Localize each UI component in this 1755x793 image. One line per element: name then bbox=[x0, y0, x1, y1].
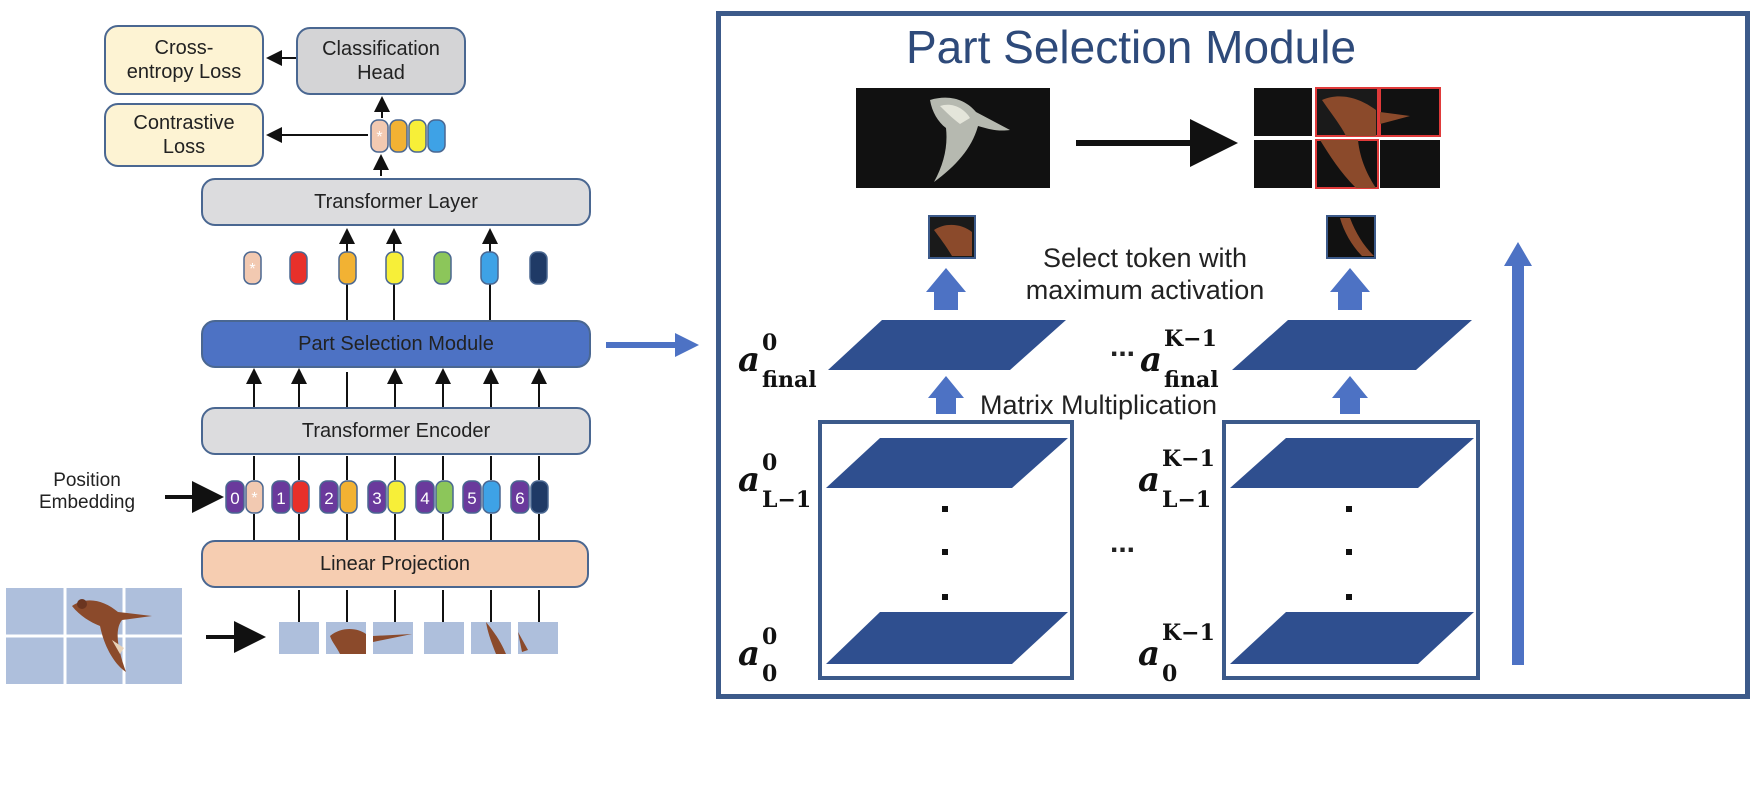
position-chip-5 bbox=[462, 480, 482, 514]
plane-L1-k bbox=[1230, 438, 1474, 488]
input-bird-image bbox=[6, 588, 182, 684]
position-embedding-label: Position Embedding bbox=[38, 470, 136, 513]
encoder-to-psm-arrows bbox=[246, 368, 547, 407]
position-index-3: 3 bbox=[372, 489, 381, 508]
vertical-dots bbox=[942, 506, 1352, 600]
left-diagram-graphics: * * 0 * 1 2 3 4 5 6 bbox=[6, 50, 699, 684]
panel-title: Part Selection Module bbox=[906, 21, 1357, 73]
matrix-multiplication-text: Matrix Multiplication bbox=[980, 390, 1218, 420]
plane-0-0 bbox=[826, 612, 1068, 664]
part-selection-panel bbox=[716, 11, 1750, 699]
cls-token-star: * bbox=[251, 490, 257, 507]
position-index-1: 1 bbox=[276, 489, 285, 508]
patch-token-3 bbox=[387, 480, 406, 514]
token-out-5 bbox=[427, 119, 446, 153]
contrastive-loss-box: Contrastive Loss bbox=[104, 103, 264, 167]
token-out-3 bbox=[408, 119, 427, 153]
transformer-layer-box: Transformer Layer bbox=[201, 178, 591, 226]
cross-entropy-loss-box: Cross- entropy Loss bbox=[104, 25, 264, 95]
patch-token-5 bbox=[482, 480, 501, 514]
position-index-2: 2 bbox=[324, 489, 333, 508]
plane-0-k bbox=[1230, 612, 1474, 664]
transformer-encoder-box: Transformer Encoder bbox=[201, 407, 591, 455]
output-tokens: * bbox=[370, 119, 446, 153]
bird-icon bbox=[72, 599, 152, 672]
position-chip-6 bbox=[510, 480, 530, 514]
position-index-4: 4 bbox=[420, 489, 429, 508]
layer-stack-k bbox=[1222, 420, 1480, 680]
position-index-6: 6 bbox=[515, 489, 524, 508]
patch-token-0 bbox=[245, 480, 264, 514]
embedding-tokens: 0 * 1 2 3 4 5 6 bbox=[225, 480, 549, 514]
plane-final-0 bbox=[828, 320, 1066, 370]
up-arrows bbox=[926, 242, 1532, 665]
classification-head-box: Classification Head bbox=[296, 27, 466, 95]
position-index-0: 0 bbox=[230, 489, 239, 508]
selected-token-0 bbox=[928, 215, 976, 259]
token-cls-output bbox=[370, 119, 389, 153]
patch-token-4 bbox=[435, 480, 454, 514]
token-out-2 bbox=[389, 119, 408, 153]
position-chip-0 bbox=[225, 480, 245, 514]
position-chip-3 bbox=[367, 480, 387, 514]
patch-token-6 bbox=[530, 480, 549, 514]
select-token-text: Select token with maximum activation bbox=[1025, 243, 1265, 305]
patch-token-2 bbox=[339, 480, 358, 514]
position-chip-2 bbox=[319, 480, 339, 514]
cls-star: * bbox=[376, 129, 382, 146]
selected-parts-grid bbox=[1254, 87, 1441, 189]
part-selection-module-box: Part Selection Module bbox=[201, 320, 591, 368]
position-chip-4 bbox=[415, 480, 435, 514]
plane-final-k bbox=[1232, 320, 1472, 370]
patch-token-1 bbox=[291, 480, 310, 514]
patch-row bbox=[279, 622, 558, 654]
selected-token-k bbox=[1326, 215, 1376, 259]
selected-tokens: * bbox=[243, 251, 548, 285]
position-index-5: 5 bbox=[467, 489, 476, 508]
plane-L1-0 bbox=[826, 438, 1068, 488]
ellipsis-bottom: ... bbox=[1110, 526, 1136, 559]
proj-lines bbox=[253, 456, 540, 622]
svg-text:*: * bbox=[249, 261, 255, 278]
ellipsis-top: ... bbox=[1110, 330, 1136, 363]
position-chip-1 bbox=[271, 480, 291, 514]
layer-stack-0 bbox=[818, 420, 1074, 680]
attention-map-image bbox=[856, 88, 1050, 188]
linear-projection-box: Linear Projection bbox=[201, 540, 589, 588]
